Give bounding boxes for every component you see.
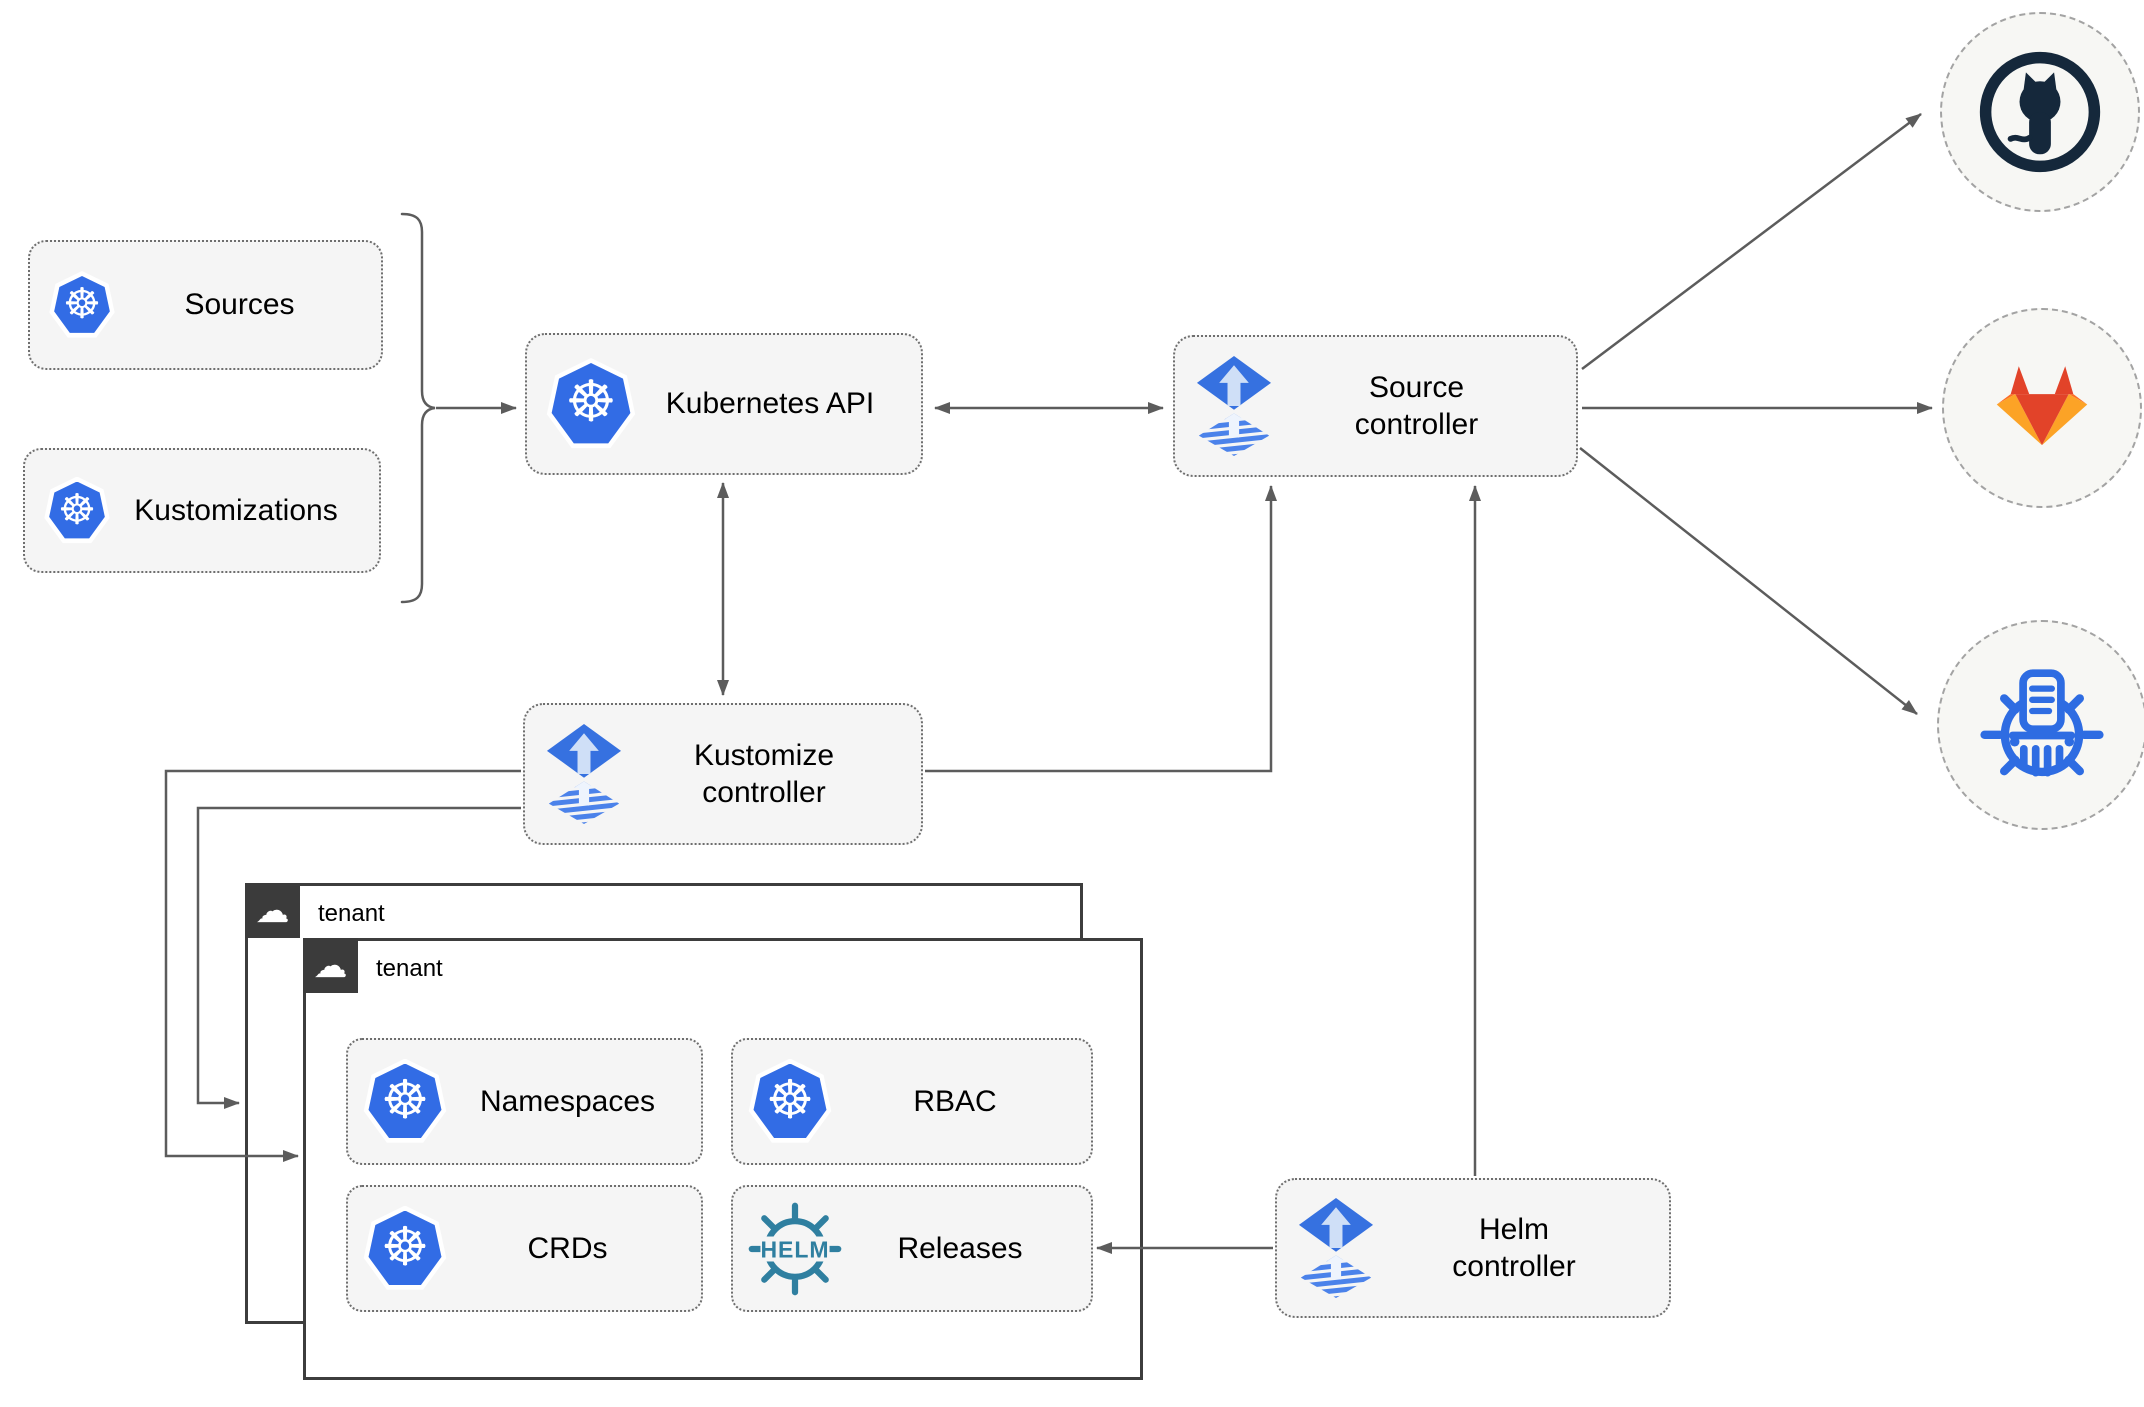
node-label: Sources: [184, 288, 295, 322]
tenant-label: tenant: [318, 900, 385, 927]
cloud-badge: ☁: [245, 883, 300, 938]
node-source-controller: Source controller: [1173, 335, 1578, 477]
cloud-icon: ☁: [255, 890, 290, 931]
helm-icon: HELM: [748, 1202, 842, 1295]
node-label: Kubernetes API: [665, 387, 875, 421]
kubernetes-icon: ☸: [363, 1205, 447, 1290]
cloud-icon: ☁: [313, 945, 348, 986]
node-label: RBAC: [913, 1084, 997, 1118]
node-label: Helm controller: [1452, 1212, 1576, 1284]
node-label: Namespaces: [479, 1084, 656, 1118]
node-rbac: ☸ RBAC: [731, 1038, 1093, 1165]
tenant-box-front: ☁ tenant ☸ Namespaces ☸ RBAC ☸ CRDs: [303, 938, 1143, 1380]
node-kustomizations: ☸ Kustomizations: [23, 448, 381, 573]
kubernetes-icon: ☸: [44, 476, 110, 544]
node-label: Releases: [897, 1231, 1023, 1265]
arrow-source-to-github: [1581, 113, 1922, 370]
container-registry-icon: [1980, 669, 2104, 777]
kubernetes-icon: ☸: [363, 1058, 447, 1143]
kubernetes-icon: ☸: [546, 358, 636, 449]
tenant-label: tenant: [376, 955, 443, 982]
node-label: Kustomizations: [134, 493, 338, 527]
kubernetes-icon: ☸: [748, 1058, 832, 1143]
flux-icon: [1193, 356, 1275, 456]
helm-logo-text: HELM: [760, 1236, 829, 1262]
node-crds: ☸ CRDs: [346, 1185, 703, 1312]
node-sources: ☸ Sources: [28, 240, 383, 370]
bracket-sources-group: [400, 212, 436, 604]
node-label: CRDs: [527, 1231, 608, 1265]
arrow-kustomize-to-source: [925, 485, 1277, 773]
node-label: Source controller: [1354, 370, 1479, 442]
flux-icon: [543, 724, 625, 824]
node-namespaces: ☸ Namespaces: [346, 1038, 703, 1165]
node-label: Kustomize controller: [693, 738, 835, 810]
github-icon: [1979, 51, 2101, 173]
arrow-source-to-registry: [1579, 447, 1918, 715]
node-releases: HELM Releases: [731, 1185, 1093, 1312]
node-helm-controller: Helm controller: [1275, 1178, 1671, 1318]
cloud-badge: ☁: [303, 938, 358, 993]
github-circle: [1940, 12, 2140, 212]
kubernetes-icon: ☸: [49, 271, 115, 338]
node-kustomize-controller: Kustomize controller: [523, 703, 923, 845]
node-kubernetes-api: ☸ Kubernetes API: [525, 333, 923, 475]
flux-icon: [1295, 1198, 1377, 1298]
registry-circle: [1937, 620, 2144, 830]
gitlab-icon: [1996, 366, 2088, 446]
gitlab-circle: [1942, 308, 2142, 508]
